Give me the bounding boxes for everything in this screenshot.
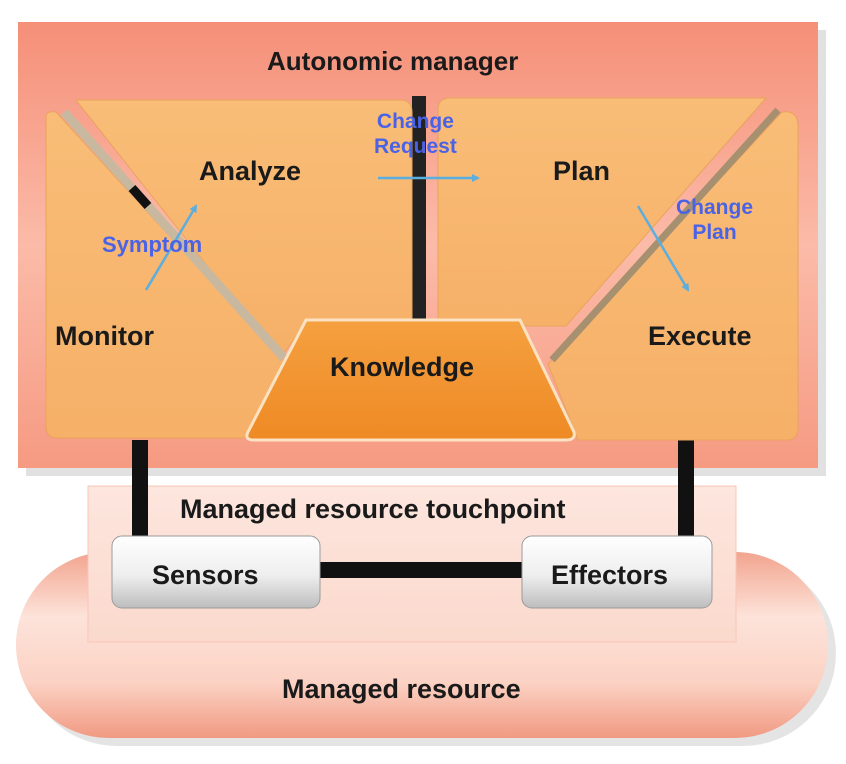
change-plan-annotation: Change Plan bbox=[676, 196, 753, 246]
sensors-label: Sensors bbox=[152, 560, 259, 590]
execute-label: Execute bbox=[648, 321, 752, 351]
change-plan-arrow bbox=[636, 205, 690, 292]
symptom-text: Symptom bbox=[102, 232, 203, 257]
right-seam bbox=[549, 107, 781, 363]
analyze-label: Analyze bbox=[199, 156, 302, 186]
symptom-arrow bbox=[144, 204, 198, 291]
effectors-label: Effectors bbox=[551, 560, 669, 590]
knowledge-shape bbox=[245, 318, 576, 442]
managed-resource-label: Managed resource bbox=[282, 674, 521, 704]
change-request-line-2: Request bbox=[374, 134, 457, 158]
symptom-annotation: Symptom bbox=[102, 232, 202, 258]
effectors-box bbox=[521, 535, 713, 609]
change-plan-line-1: Change bbox=[676, 196, 754, 219]
execute-panel bbox=[547, 111, 799, 441]
change-request-line-1: Change bbox=[376, 110, 454, 133]
left-seam bbox=[60, 109, 288, 361]
change-request-annotation: Change Request bbox=[374, 110, 457, 160]
knowledge-label: Knowledge bbox=[330, 352, 475, 382]
autonomic-manager-label: Autonomic manager bbox=[267, 46, 519, 76]
plan-label: Plan bbox=[553, 156, 611, 186]
touchpoint-label: Managed resource touchpoint bbox=[180, 494, 566, 524]
center-divider-bar bbox=[412, 96, 426, 326]
monitor-label: Monitor bbox=[55, 321, 154, 351]
plan-panel bbox=[437, 97, 768, 327]
sensor-effector-bar bbox=[310, 562, 536, 578]
sensor-link-bar bbox=[132, 440, 148, 540]
change-plan-line-2: Plan bbox=[692, 220, 737, 244]
effector-link-bar bbox=[678, 440, 694, 540]
sensors-box bbox=[111, 535, 321, 609]
left-seam-dark bbox=[128, 185, 152, 209]
